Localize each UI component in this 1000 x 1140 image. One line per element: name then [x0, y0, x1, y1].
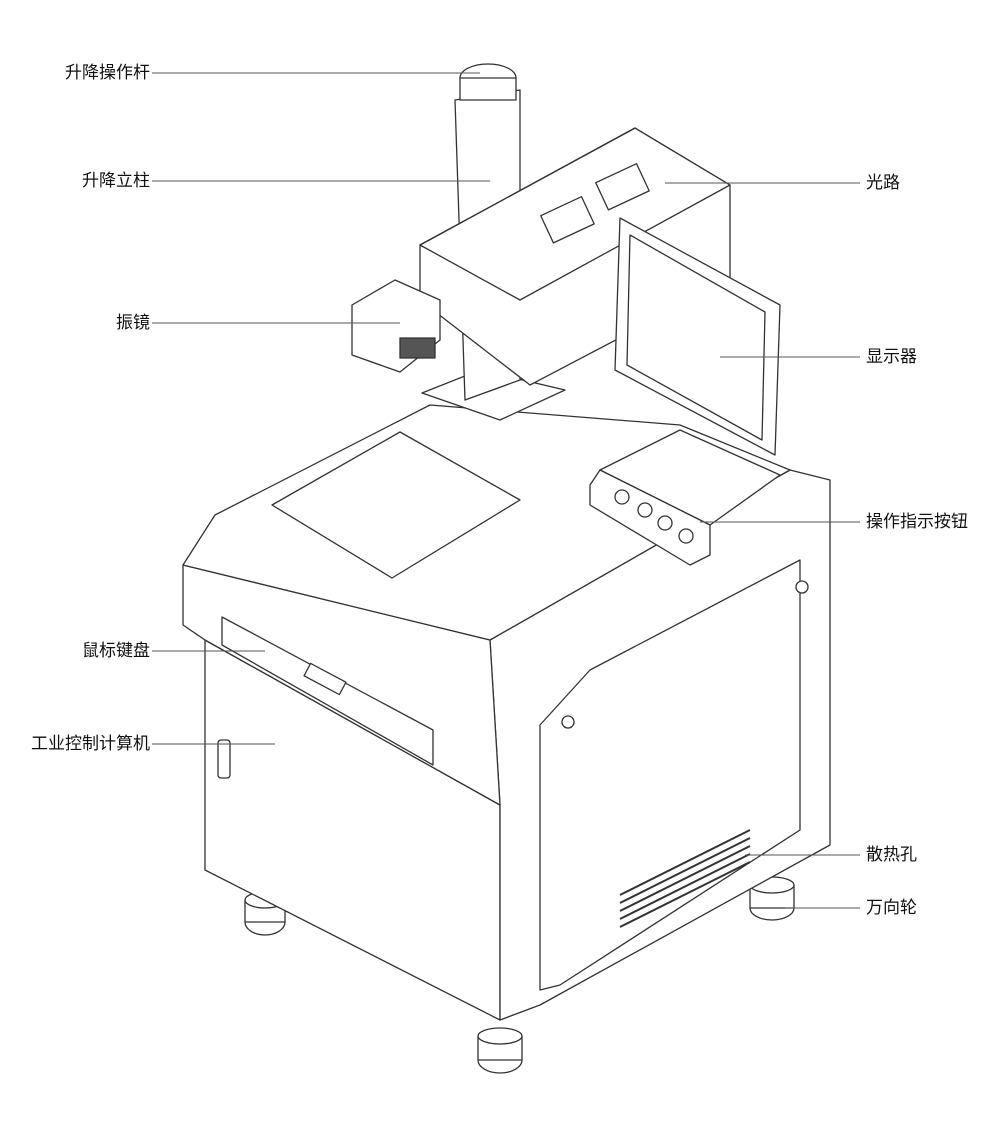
label-optical-path: 光路 — [866, 173, 900, 193]
label-industrial-pc: 工业控制计算机 — [31, 734, 150, 754]
control-button[interactable] — [614, 489, 630, 505]
label-galvo: 振镜 — [116, 313, 150, 333]
cabinet-latch — [217, 739, 231, 779]
work-plate — [271, 431, 521, 579]
label-control-buttons: 操作指示按钮 — [866, 512, 968, 532]
control-button[interactable] — [678, 528, 694, 544]
label-monitor: 显示器 — [866, 347, 917, 367]
monitor — [614, 217, 781, 456]
label-lift-column: 升降立柱 — [82, 171, 150, 191]
label-keyboard-mouse: 鼠标键盘 — [82, 641, 150, 661]
vent-holes — [619, 829, 751, 928]
label-lift-handle: 升降操作杆 — [65, 63, 150, 83]
label-casters: 万向轮 — [866, 898, 917, 918]
control-button[interactable] — [657, 515, 673, 531]
label-vents: 散热孔 — [866, 845, 917, 865]
control-button[interactable] — [637, 502, 653, 518]
keyboard-drawer — [221, 616, 434, 766]
